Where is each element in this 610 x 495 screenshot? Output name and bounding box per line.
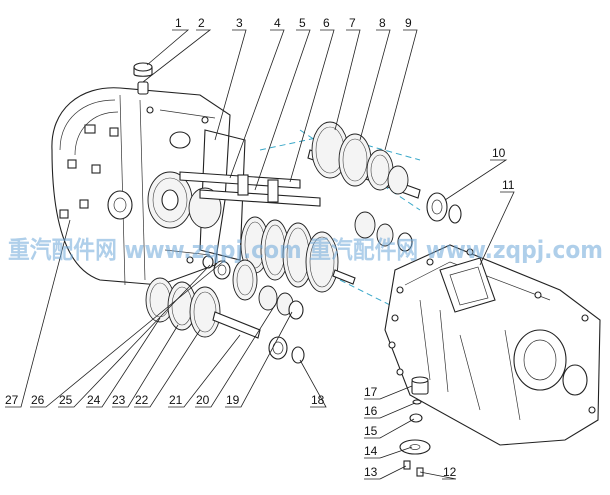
callout-25: 25 [59,393,73,407]
plug-part-2 [137,81,149,95]
main-shaft [307,121,421,199]
callout-1: 1 [175,16,182,30]
callout-15: 15 [364,424,378,438]
callout-8: 8 [379,16,386,30]
callout-23: 23 [112,393,126,407]
fitting-17 [411,376,429,395]
callout-11: 11 [502,178,515,192]
callout-18: 18 [311,393,325,407]
rear-housing-11 [384,244,601,446]
washers-left [202,255,231,280]
lower-gear-cluster [145,259,261,339]
countershaft-cluster [240,216,356,293]
callout-21: 21 [169,393,183,407]
callout-2: 2 [198,16,205,30]
callout-16: 16 [364,404,378,418]
seal-15 [409,413,423,423]
callout-13: 13 [364,465,378,479]
callout-14: 14 [364,444,378,458]
leader-lines [5,29,515,480]
callout-12: 12 [443,465,457,479]
shift-rails [179,171,321,207]
callout-22: 22 [135,393,149,407]
callout-5: 5 [299,16,306,30]
small-gear-pair [354,211,413,252]
callout-labels: 1 2 3 4 5 6 7 8 9 10 11 12 13 14 15 16 1… [5,16,515,479]
watermark-text: 重汽配件网 www.zqpj.com 重汽配件网 www.zqpj.com [8,236,603,264]
callout-20: 20 [196,393,210,407]
bolt-13 [403,460,411,470]
input-gear-4 [147,171,222,229]
callout-4: 4 [274,16,281,30]
callout-17: 17 [364,385,378,399]
callout-6: 6 [323,16,330,30]
callout-3: 3 [236,16,243,30]
gears-19-20 [258,285,304,320]
callout-10: 10 [492,146,506,160]
bearing-10 [426,192,462,224]
callout-27: 27 [5,393,19,407]
cap-part-1 [133,62,153,77]
callout-24: 24 [87,393,101,407]
callout-19: 19 [226,393,240,407]
callout-26: 26 [31,393,45,407]
rings-18 [268,336,305,364]
callout-7: 7 [349,16,356,30]
cover-plate-14 [399,439,431,455]
callout-9: 9 [405,16,412,30]
